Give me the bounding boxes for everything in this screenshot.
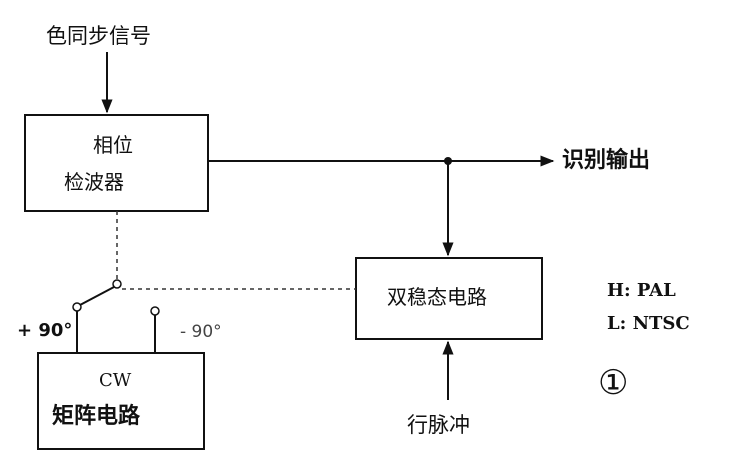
switch-lever [79,286,115,306]
bistable-label: 双稳态电路 [387,285,487,309]
output-signal-label: 识别输出 [562,148,651,173]
legend-ntsc: L: NTSC [607,313,690,334]
switch-contact-right [150,306,160,316]
phase-detector-label-line1: 相位 [93,133,133,157]
cw-matrix-box [37,352,205,450]
figure-number: ① [598,363,629,403]
input-signal-label: 色同步信号 [46,24,151,48]
switch-pivot-contact [112,279,122,289]
switch-contact-left [72,302,82,312]
horizontal-pulse-label: 行脉冲 [407,413,470,437]
matrix-circuit-label: 矩阵电路 [52,404,141,429]
phase-detector-label-line2: 检波器 [64,170,124,194]
legend-pal: H: PAL [607,280,676,301]
cw-label: CW [99,370,132,391]
minus-90-label: - 90° [180,322,222,342]
bistable-box [355,257,543,340]
phase-detector-box [24,114,209,212]
plus-90-label: + 90° [17,320,73,341]
